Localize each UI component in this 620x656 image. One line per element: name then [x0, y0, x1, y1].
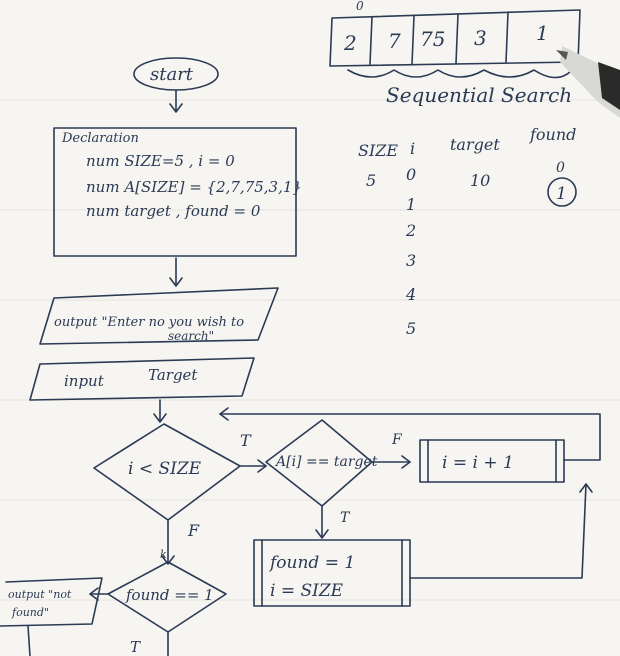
- start-label: start: [150, 64, 194, 85]
- output-line: output "Enter no you wish to: [54, 315, 244, 330]
- bottom-true-label: T: [130, 638, 141, 656]
- increment-box: i = i + 1: [219, 407, 601, 483]
- not-found-output-box: output "not found": [0, 577, 103, 656]
- compare-true-label: T: [340, 510, 351, 526]
- not-found-line: found": [11, 606, 49, 619]
- trace-i-value: 5: [406, 319, 416, 338]
- output-prompt-box: output "Enter no you wish to search": [39, 287, 279, 345]
- trace-header: found: [529, 125, 576, 144]
- found-line: i = SIZE: [270, 581, 344, 601]
- loop-condition-diamond: i < SIZE T F k: [93, 423, 267, 565]
- loop-condition: i < SIZE: [128, 459, 202, 479]
- declaration-box: Declaration num SIZE=5 , i = 0 num A[SIZ…: [53, 127, 302, 287]
- trace-found-value: 1: [556, 184, 567, 204]
- page-ruling: [0, 99, 620, 601]
- declaration-line: num A[SIZE] = {2,7,75,3,1}: [86, 178, 302, 196]
- compare-condition: A[i] == target: [274, 454, 378, 470]
- trace-size-value: 5: [366, 171, 376, 190]
- input-target-box: input Target: [29, 357, 255, 423]
- declaration-title: Declaration: [61, 131, 139, 146]
- input-variable: Target: [148, 366, 198, 384]
- found-assignment-box: found = 1 i = SIZE: [253, 483, 593, 607]
- increment-text: i = i + 1: [442, 453, 514, 473]
- trace-i-value: 3: [406, 251, 416, 270]
- trace-target-value: 10: [470, 171, 490, 190]
- input-label: input: [64, 372, 105, 390]
- compare-false-label: F: [391, 432, 403, 448]
- array-cell: 75: [420, 27, 445, 51]
- trace-i-value: 4: [405, 285, 416, 304]
- array-cell: 3: [474, 26, 487, 50]
- trace-i-value: 2: [405, 221, 416, 240]
- trace-header: SIZE: [358, 141, 398, 160]
- k-label: k: [160, 548, 167, 561]
- trace-i-value: 0: [406, 165, 416, 184]
- array-cell: 7: [388, 29, 401, 53]
- array-cell: 1: [536, 21, 549, 45]
- start-terminal: start: [133, 57, 219, 113]
- trace-found-value: 0: [556, 160, 565, 176]
- not-found-line: output "not: [8, 588, 72, 601]
- found-check-condition: found == 1: [125, 586, 214, 604]
- found-line: found = 1: [268, 553, 355, 573]
- trace-table: SIZE i target found 5 0 1 2 3 4 5 10 0 1: [358, 125, 577, 338]
- declaration-line: num target , found = 0: [86, 202, 261, 220]
- array-diagram: 0 2 7 75 3 1 Sequential Search: [329, 0, 581, 107]
- trace-i-value: 1: [406, 195, 416, 214]
- false-label: F: [187, 521, 200, 540]
- declaration-line: num SIZE=5 , i = 0: [86, 152, 235, 170]
- array-cell: 2: [343, 31, 357, 55]
- compare-diamond: A[i] == target F T: [265, 419, 411, 539]
- true-label: T: [240, 431, 252, 450]
- array-index-label: 0: [356, 0, 364, 13]
- trace-header: i: [410, 139, 415, 158]
- output-line: search": [168, 329, 214, 343]
- found-check-diamond: found == 1 T: [89, 561, 227, 656]
- trace-header: target: [450, 135, 500, 154]
- pen-image: [556, 46, 620, 118]
- array-caption: Sequential Search: [386, 83, 572, 107]
